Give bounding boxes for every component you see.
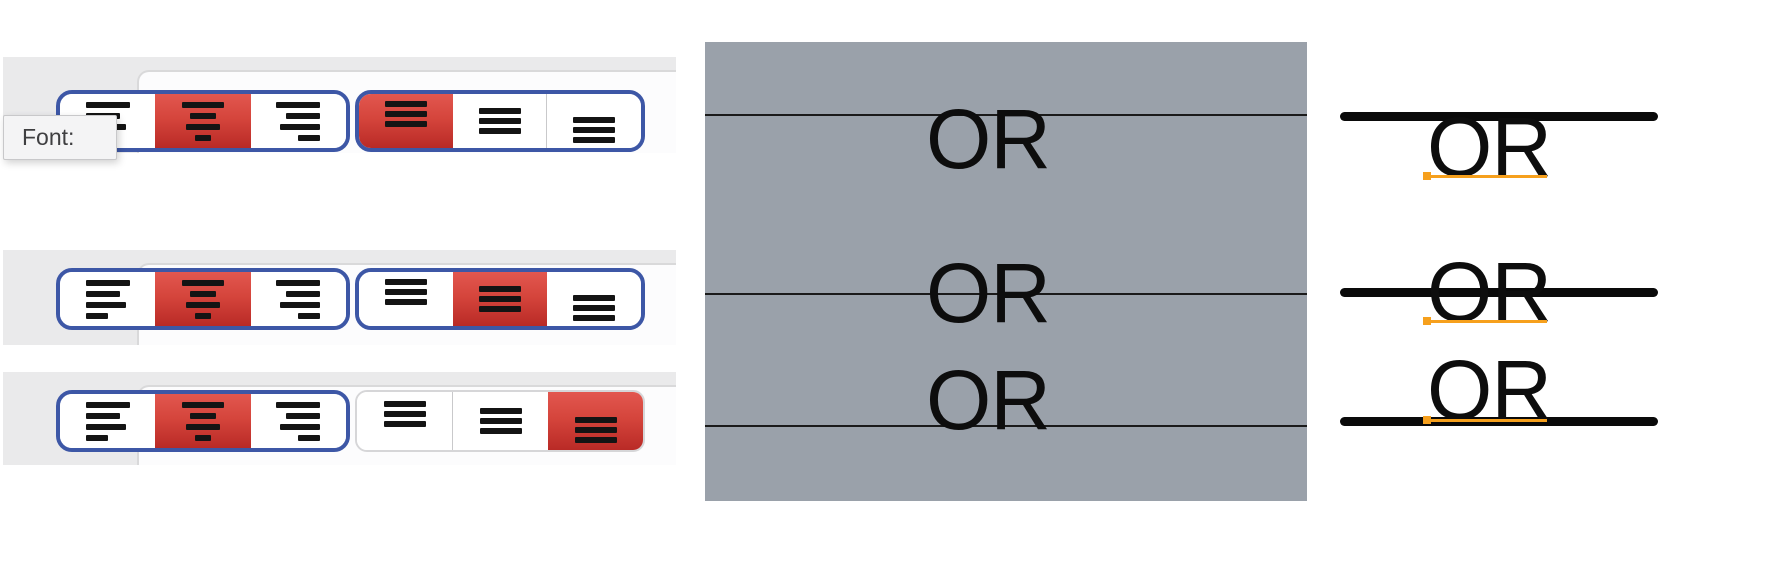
- position-bottom-icon: [574, 417, 617, 443]
- canvas-or-label-below-line: OR: [925, 92, 1051, 186]
- position-middle-icon: [479, 408, 522, 434]
- position-bottom-icon: [573, 295, 615, 321]
- baseline-handle-icon: [1423, 416, 1431, 424]
- position-middle-button[interactable]: [452, 392, 548, 450]
- preview-line-1: [1340, 112, 1658, 121]
- align-center-button[interactable]: [155, 272, 251, 326]
- align-right-button[interactable]: [250, 272, 346, 326]
- position-top-icon: [385, 279, 427, 305]
- position-bottom-button[interactable]: [546, 94, 641, 148]
- canvas-line-3: [705, 425, 1307, 427]
- align-left-button[interactable]: [60, 272, 156, 326]
- line-label-preview-panel: OR OR OR: [1340, 0, 1680, 565]
- position-top-button[interactable]: [357, 392, 452, 450]
- position-top-button[interactable]: [359, 272, 453, 326]
- canvas-or-label-centered-line: OR: [925, 246, 1051, 340]
- position-middle-button[interactable]: [452, 94, 547, 148]
- baseline-handle-icon: [1423, 172, 1431, 180]
- font-tooltip: Font:: [3, 115, 117, 160]
- canvas-or-label-above-line: OR: [925, 353, 1051, 447]
- align-center-button[interactable]: [155, 94, 251, 148]
- canvas-line-2: [705, 293, 1307, 295]
- vertical-position-group: [355, 90, 645, 152]
- position-top-icon: [383, 401, 426, 427]
- baseline-indicator-1: [1431, 175, 1547, 178]
- position-bottom-button[interactable]: [548, 392, 643, 450]
- baseline-handle-icon: [1423, 317, 1431, 325]
- align-center-icon: [181, 279, 225, 319]
- align-center-icon: [181, 401, 225, 441]
- horizontal-alignment-group: [56, 390, 350, 452]
- align-right-icon: [276, 401, 321, 441]
- vertical-position-group: [355, 268, 645, 330]
- toolbar-screenshot-row-1: Font:: [3, 57, 676, 160]
- align-left-icon: [85, 279, 130, 319]
- align-right-button[interactable]: [250, 394, 346, 448]
- toolbar-screenshot-row-3: [3, 372, 676, 465]
- position-bottom-icon: [573, 117, 616, 143]
- align-left-icon: [85, 401, 130, 441]
- position-middle-icon: [478, 108, 521, 134]
- baseline-indicator-3: [1431, 419, 1547, 422]
- position-top-icon: [384, 101, 427, 127]
- align-right-icon: [276, 101, 321, 141]
- align-right-icon: [276, 279, 321, 319]
- align-right-button[interactable]: [250, 94, 346, 148]
- toolbar-screenshot-row-2: [3, 250, 676, 345]
- preview-or-label-above-line: OR: [1427, 343, 1552, 437]
- preview-line-2: [1340, 288, 1658, 297]
- position-middle-button[interactable]: [453, 272, 547, 326]
- position-middle-icon: [479, 286, 521, 312]
- baseline-indicator-2: [1431, 320, 1547, 323]
- align-left-button[interactable]: [60, 394, 156, 448]
- canvas-panel: OR OR OR: [705, 42, 1307, 501]
- vertical-position-group: [355, 390, 645, 452]
- position-bottom-button[interactable]: [547, 272, 641, 326]
- font-tooltip-label: Font:: [22, 124, 75, 150]
- align-center-button[interactable]: [155, 394, 251, 448]
- align-center-icon: [181, 101, 225, 141]
- canvas-line-1: [705, 114, 1307, 116]
- horizontal-alignment-group: [56, 268, 350, 330]
- position-top-button[interactable]: [359, 94, 453, 148]
